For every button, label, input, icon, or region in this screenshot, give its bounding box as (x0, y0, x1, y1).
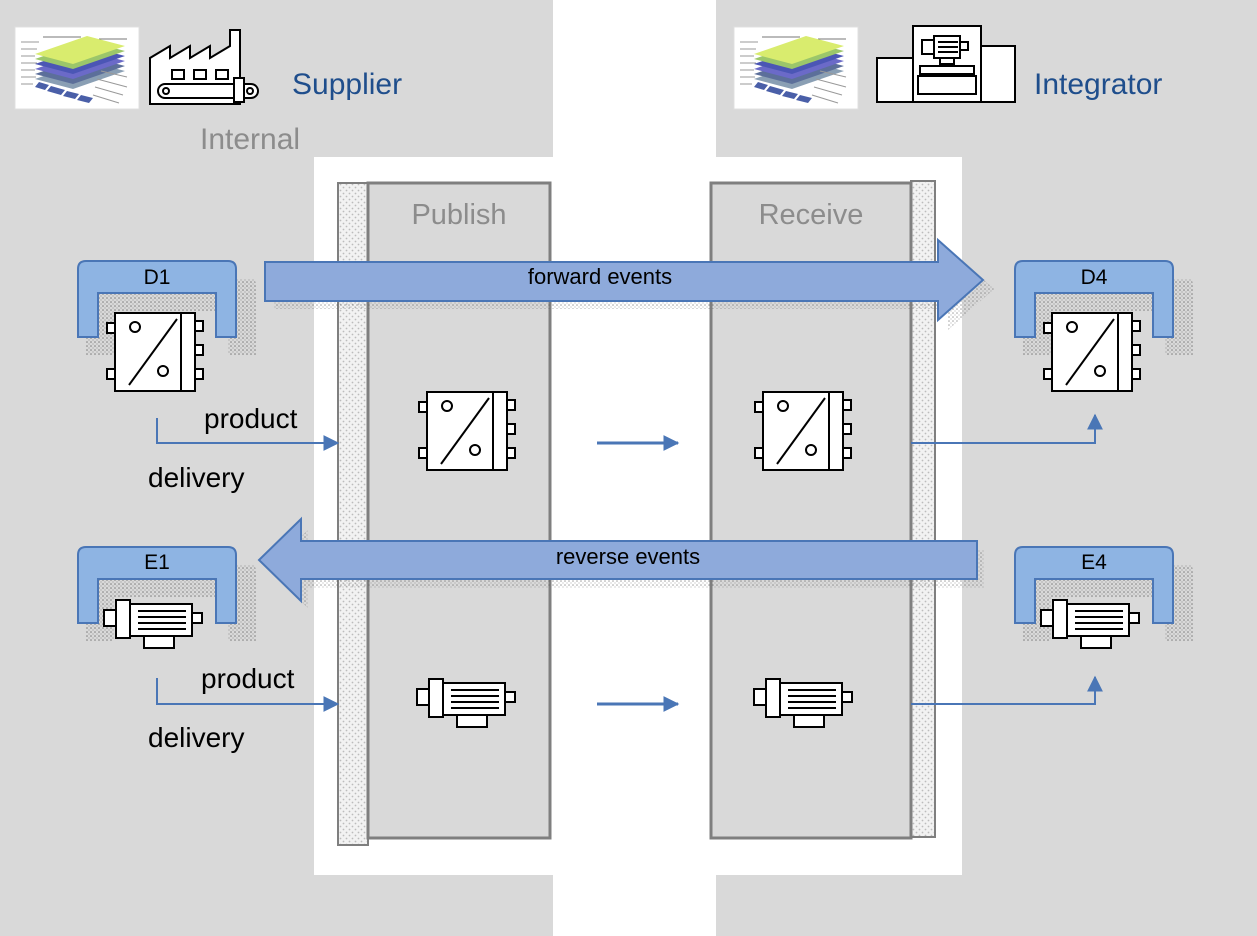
device-label-d4: D4 (1080, 266, 1108, 289)
delivery-label-top: delivery (148, 462, 245, 493)
internal-label: Internal (200, 123, 301, 156)
product-label-top: product (204, 403, 298, 434)
layer-stack-thumbnail-icon (14, 26, 140, 110)
install-arrow-top (911, 413, 1103, 444)
factory-icon (149, 29, 259, 105)
device-label-e4: E4 (1081, 551, 1107, 574)
delivery-arrow-bottom (156, 678, 340, 712)
device-label-d1: D1 (143, 266, 171, 289)
forward-events-arrow (264, 237, 985, 323)
drive-converter-icon (754, 391, 852, 471)
reverse-events-arrow (257, 516, 978, 604)
delivery-label-bottom: delivery (148, 722, 245, 753)
device-label-e1: E1 (144, 551, 170, 574)
machine-icon (876, 25, 1016, 103)
reverse-events-label: reverse events (555, 544, 701, 569)
receive-column-title: Receive (758, 199, 864, 231)
product-label-bottom: product (201, 663, 295, 694)
delivery-arrow-top (156, 418, 340, 451)
integrator-title: Integrator (1034, 68, 1163, 101)
drive-converter-icon (418, 391, 516, 471)
publish-column-title: Publish (411, 199, 507, 231)
supplier-title: Supplier (292, 68, 403, 101)
forward-events-label: forward events (527, 264, 673, 289)
install-arrow-bottom (911, 675, 1103, 705)
drive-converter-icon (1043, 312, 1141, 392)
drive-converter-icon (106, 312, 204, 392)
layer-stack-thumbnail-icon (733, 26, 859, 110)
